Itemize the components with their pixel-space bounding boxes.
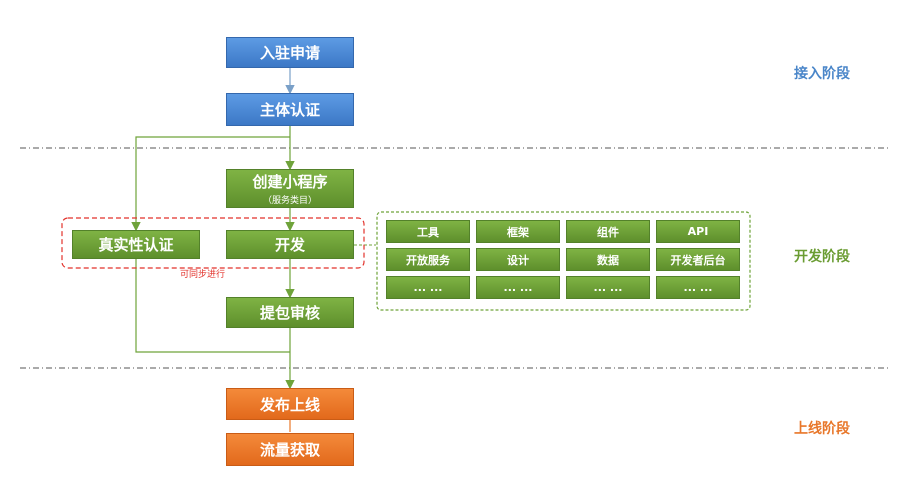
real-verify-step: 真实性认证 <box>72 230 200 259</box>
resource-cell: 开发者后台 <box>656 248 740 271</box>
develop-step: 开发 <box>226 230 354 259</box>
apply-step: 入驻申请 <box>226 37 354 68</box>
resource-cell: ... ... <box>386 276 470 299</box>
parallel-box <box>61 217 365 269</box>
verify-step: 主体认证 <box>226 93 354 126</box>
resources-box <box>376 211 751 311</box>
resource-cell: ... ... <box>476 276 560 299</box>
resource-cell: ... ... <box>656 276 740 299</box>
resource-cell: 工具 <box>386 220 470 243</box>
stage-dev: 开发阶段 <box>794 249 850 265</box>
resource-cell: 框架 <box>476 220 560 243</box>
stage-access: 接入阶段 <box>794 66 850 82</box>
resource-cell: 设计 <box>476 248 560 271</box>
resource-cell: API <box>656 220 740 243</box>
resource-cell: 组件 <box>566 220 650 243</box>
parallel-note: 可同步进行 <box>180 270 226 280</box>
stage-launch: 上线阶段 <box>794 421 850 437</box>
resource-cell: 数据 <box>566 248 650 271</box>
resource-cell: ... ... <box>566 276 650 299</box>
review-step: 提包审核 <box>226 297 354 328</box>
create-step: 创建小程序 （服务类目） <box>226 169 354 208</box>
publish-step: 发布上线 <box>226 388 354 420</box>
resource-cell: 开放服务 <box>386 248 470 271</box>
traffic-step: 流量获取 <box>226 433 354 466</box>
